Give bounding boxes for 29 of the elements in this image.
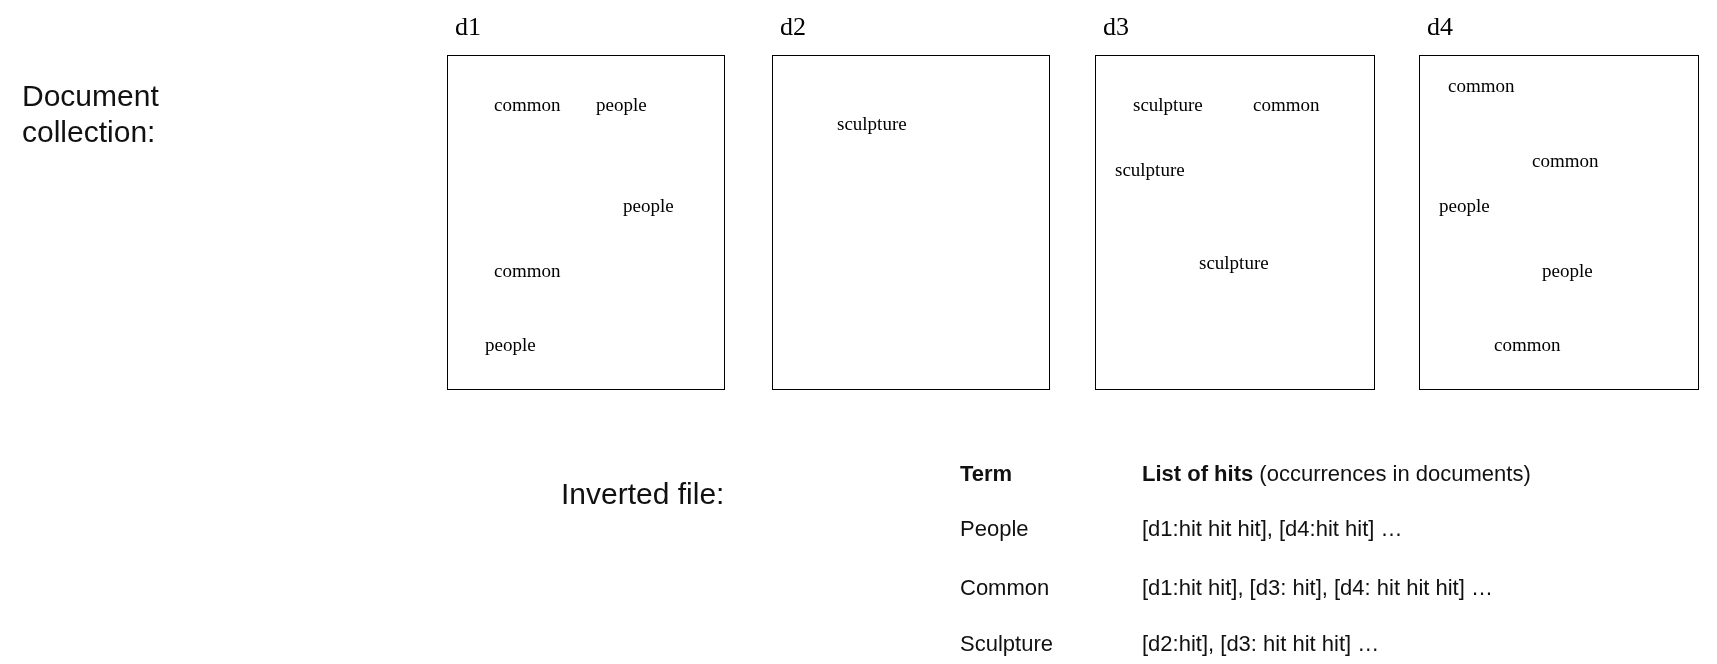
table-cell: [d1:hit hit hit], [d4:hit hit] … [1142, 516, 1403, 542]
word: sculpture [1199, 252, 1269, 274]
word: common [1253, 94, 1320, 116]
word: sculpture [1133, 94, 1203, 116]
document-label: d3 [1103, 12, 1129, 42]
word: sculpture [837, 113, 907, 135]
word: sculpture [1115, 159, 1185, 181]
document-label: d2 [780, 12, 806, 42]
document-label: d1 [455, 12, 481, 42]
table-cell: People [960, 516, 1029, 542]
word: common [1448, 75, 1515, 97]
table-header: Term [960, 461, 1013, 487]
table-cell: [d1:hit hit], [d3: hit], [d4: hit hit hit] … [1142, 575, 1493, 601]
word: common [1532, 150, 1599, 172]
word: common [1494, 334, 1561, 356]
table-cell: Common [960, 575, 1050, 601]
section-label: Document collection: [22, 78, 160, 150]
word: people [623, 195, 674, 217]
word: people [596, 94, 647, 116]
table-cell: [d2:hit], [d3: hit hit hit] … [1142, 631, 1380, 657]
table-cell: Sculpture [960, 631, 1053, 657]
word: people [1439, 195, 1490, 217]
word: people [485, 334, 536, 356]
word: common [494, 260, 561, 282]
word: people [1542, 260, 1593, 282]
word: common [494, 94, 561, 116]
section-label: Inverted file: [561, 476, 725, 512]
table-header: List of hits (occurrences in documents) [1142, 461, 1531, 487]
document-label: d4 [1427, 12, 1453, 42]
